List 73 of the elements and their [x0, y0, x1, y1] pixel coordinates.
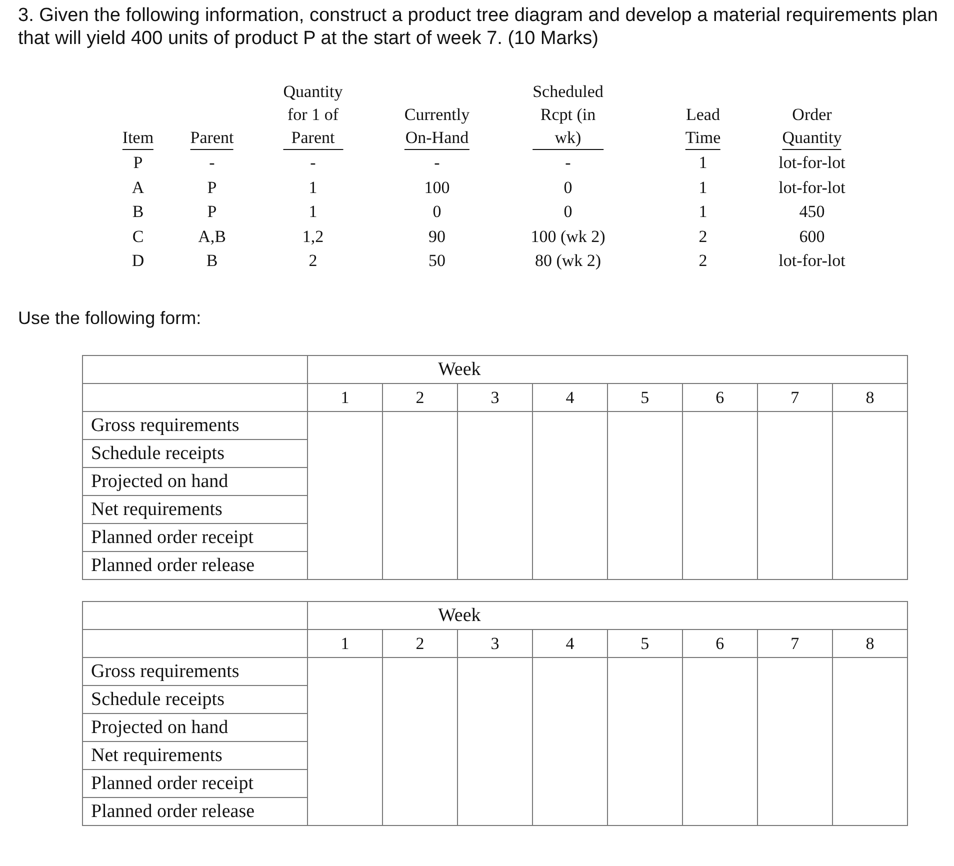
- week-number: 7: [790, 634, 800, 652]
- week-number: 8: [866, 634, 874, 652]
- table-value: lot-for-lot: [778, 250, 846, 272]
- row-header: C: [132, 226, 144, 248]
- table-value: A,B: [198, 226, 226, 248]
- week-heading: Week: [438, 358, 481, 380]
- table-value: 90: [428, 226, 446, 248]
- row-label: Planned order release: [91, 554, 255, 576]
- table-value: -: [209, 152, 215, 174]
- week-number: 8: [866, 388, 874, 406]
- week-number: 5: [640, 388, 650, 406]
- week-number: 3: [490, 388, 500, 406]
- table-value: 80 (wk 2): [534, 250, 602, 272]
- week-heading: Week: [438, 604, 481, 626]
- row-header: D: [132, 250, 144, 272]
- table-value: 0: [564, 201, 572, 223]
- row-header: P: [133, 152, 143, 174]
- row-label: Projected on hand: [91, 716, 228, 738]
- week-number: 6: [716, 388, 724, 406]
- column-header: Quantity for 1 of Parent: [283, 80, 343, 150]
- week-number: 6: [716, 634, 724, 652]
- table-value: -: [565, 152, 571, 174]
- table-value: 1: [698, 201, 708, 223]
- table-value: 1: [308, 176, 318, 198]
- row-header: A: [132, 176, 144, 198]
- table-value: 450: [799, 201, 825, 223]
- table-value: 600: [799, 226, 825, 248]
- table-value: 0: [432, 201, 442, 223]
- table-value: 100: [424, 176, 450, 198]
- row-label: Schedule receipts: [91, 688, 224, 710]
- week-number: 1: [340, 388, 350, 406]
- table-value: lot-for-lot: [778, 176, 846, 198]
- week-number: 3: [490, 634, 500, 652]
- row-header: B: [132, 201, 144, 223]
- table-value: P: [207, 176, 217, 198]
- row-label: Planned order receipt: [91, 526, 254, 548]
- table-value: 1,2: [302, 226, 324, 248]
- column-header: Scheduled Rcpt (in wk): [532, 80, 604, 150]
- row-label: Net requirements: [91, 498, 222, 520]
- week-number: 4: [566, 634, 574, 652]
- table-value: P: [207, 201, 217, 223]
- column-header: Parent: [190, 126, 234, 150]
- question-text: 3. Given the following information, construct a product tree diagram and develop a material requirements plan that will yield 400 units of product P at the start of week 7. (10 Marks): [18, 4, 939, 50]
- table-value: B: [206, 250, 218, 272]
- row-label: Gross requirements: [91, 414, 240, 436]
- table-value: 100 (wk 2): [530, 226, 606, 248]
- table-value: 50: [428, 250, 446, 272]
- table-value: 2: [308, 250, 318, 272]
- row-label: Projected on hand: [91, 470, 228, 492]
- week-number: 1: [340, 634, 350, 652]
- table-value: 1: [308, 201, 318, 223]
- row-label: Schedule receipts: [91, 442, 224, 464]
- week-number: 2: [416, 388, 424, 406]
- table-value: 2: [698, 250, 708, 272]
- row-label: Planned order receipt: [91, 772, 254, 794]
- column-header: Currently On-Hand: [404, 103, 470, 150]
- row-label: Planned order release: [91, 800, 255, 822]
- table-value: 1: [698, 152, 708, 174]
- table-value: -: [310, 152, 316, 174]
- table-value: 1: [698, 176, 708, 198]
- week-number: 2: [416, 634, 424, 652]
- table-value: 0: [564, 176, 572, 198]
- row-label: Gross requirements: [91, 660, 240, 682]
- instruction-text: Use the following form:: [18, 308, 202, 329]
- table-value: -: [434, 152, 440, 174]
- column-header: Item: [122, 126, 154, 150]
- row-label: Net requirements: [91, 744, 222, 766]
- week-number: 7: [790, 388, 800, 406]
- table-value: 2: [698, 226, 708, 248]
- column-header: Lead Time: [685, 103, 721, 150]
- week-number: 5: [640, 634, 650, 652]
- week-number: 4: [566, 388, 574, 406]
- table-value: lot-for-lot: [778, 152, 846, 174]
